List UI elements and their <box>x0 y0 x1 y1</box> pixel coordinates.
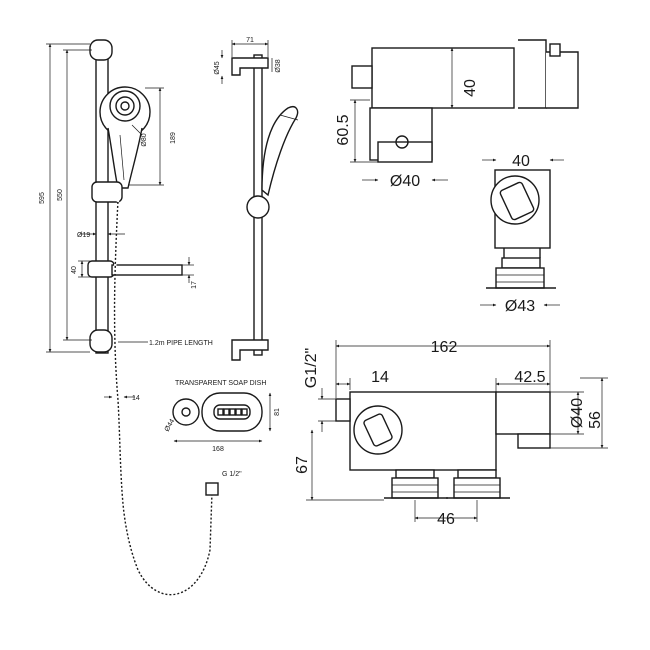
dim-189-label: 189 <box>170 132 177 144</box>
soap-dish-body <box>201 392 263 432</box>
soap-dish-drain-slots <box>217 408 248 416</box>
dim-front-14-label: 14 <box>371 369 389 386</box>
soap-dish-view: TRANSPARENT SOAP DISH 81 168 Ø44 <box>164 380 281 453</box>
dim-67-label: 67 <box>294 456 311 474</box>
dim-162-label: 162 <box>431 339 458 356</box>
front-inlet-nut <box>335 398 351 422</box>
dim-bracket-40-label: 40 <box>71 266 78 274</box>
dim-595-label: 595 <box>39 192 46 204</box>
dim-dish-44-label: Ø44 <box>164 418 177 433</box>
front-right-nut <box>453 477 501 499</box>
dim-81-label: 81 <box>274 408 281 416</box>
dim-71-label: 71 <box>246 37 254 44</box>
dim-valve-40-label: 40 <box>462 79 479 97</box>
top-wall-bracket <box>89 39 113 61</box>
dim-front-dia-label: Ø40 <box>569 398 586 428</box>
front-left-nut <box>391 477 439 499</box>
shower-rail-view: 595 550 189 Ø80 Ø19 40 17 1.2m PIPE LENG… <box>39 39 219 596</box>
dim-shelf-17-label: 17 <box>191 281 198 289</box>
valve-inlet-nut <box>351 65 373 89</box>
soap-dish-title: TRANSPARENT SOAP DISH <box>175 380 266 387</box>
dim-168-label: 168 <box>212 446 224 453</box>
end-view-nut <box>495 267 545 289</box>
dim-end-40-label: 40 <box>512 153 530 170</box>
front-outlet <box>495 391 551 435</box>
side-top-bracket <box>231 57 269 76</box>
dim-60-5-label: 60.5 <box>335 114 352 145</box>
dim-valve-side-dia-label: Ø40 <box>390 173 420 190</box>
slider-holder <box>91 181 123 203</box>
dim-front-thread-label: G1/2" <box>303 348 320 388</box>
side-slider <box>246 195 270 219</box>
dim-hose-14-label: 14 <box>132 395 140 402</box>
valve-shroud <box>518 39 547 109</box>
dim-side-45-label: Ø45 <box>214 61 221 74</box>
dim-rail-dia-label: Ø19 <box>77 232 90 239</box>
dim-550-label: 550 <box>57 189 64 201</box>
dim-head-dia-label: Ø80 <box>141 133 148 146</box>
bottom-wall-bracket <box>89 329 113 353</box>
side-shower-head <box>261 106 299 197</box>
dim-side-38-label: Ø38 <box>275 59 282 72</box>
valve-front-view: 162 G1/2" 14 42.5 67 Ø40 56 46 <box>294 339 608 528</box>
rail-side-view: 71 Ø45 Ø38 <box>214 37 299 361</box>
valve-side-view: 40 60.5 Ø40 <box>335 39 579 190</box>
dim-46-label: 46 <box>437 511 455 528</box>
dim-42-5-label: 42.5 <box>514 369 545 386</box>
pipe-length-label: 1.2m PIPE LENGTH <box>149 340 213 347</box>
hose-thread-label: G 1/2" <box>222 471 242 478</box>
hose-end-fitting <box>205 482 219 496</box>
soap-shelf <box>111 264 183 276</box>
side-bottom-bracket <box>231 339 269 361</box>
soap-dish-ring <box>172 398 200 426</box>
valve-end-view: 40 Ø43 <box>480 153 564 315</box>
dim-56-label: 56 <box>587 411 604 429</box>
shelf-bracket <box>87 260 115 278</box>
valve-body <box>371 47 515 109</box>
hand-shower <box>99 86 151 189</box>
dim-end-43-label: Ø43 <box>505 298 535 315</box>
